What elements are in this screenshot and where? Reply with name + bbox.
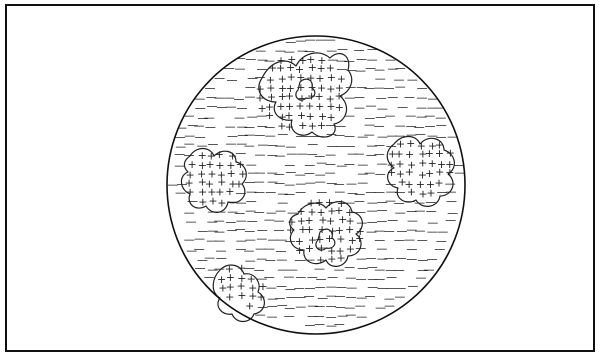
minus-mark: —	[345, 308, 356, 321]
minus-mark: —	[384, 299, 395, 312]
minus-mark: —	[175, 186, 186, 199]
minus-mark: —	[186, 215, 197, 228]
minus-mark: —	[394, 290, 405, 303]
minus-mark: —	[267, 310, 278, 323]
minus-mark: —	[284, 310, 295, 323]
minus-mark: —	[255, 308, 266, 321]
minus-mark: —	[417, 234, 428, 247]
plus-mark: +	[346, 242, 355, 255]
minus-mark: —	[344, 157, 355, 170]
minus-mark: —	[265, 253, 276, 266]
minus-mark: —	[354, 101, 365, 114]
minus-mark: —	[406, 253, 417, 266]
minus-mark: —	[365, 289, 376, 302]
minus-mark: —	[295, 186, 306, 199]
minus-mark: —	[375, 167, 386, 180]
minus-mark: —	[384, 109, 395, 122]
minus-mark: —	[407, 280, 418, 293]
minus-mark: —	[314, 318, 325, 331]
minus-mark: —	[205, 121, 216, 134]
minus-mark: —	[214, 72, 225, 85]
plus-mark: +	[335, 101, 344, 114]
minus-mark: —	[356, 310, 367, 323]
minus-mark: —	[265, 186, 276, 199]
minus-mark: —	[334, 318, 345, 331]
minus-mark: —	[174, 159, 185, 172]
minus-mark: —	[295, 300, 306, 313]
minus-mark: —	[227, 73, 238, 86]
minus-mark: —	[245, 53, 256, 66]
plus-mark: +	[225, 290, 234, 303]
plus-mark: +	[245, 299, 254, 312]
